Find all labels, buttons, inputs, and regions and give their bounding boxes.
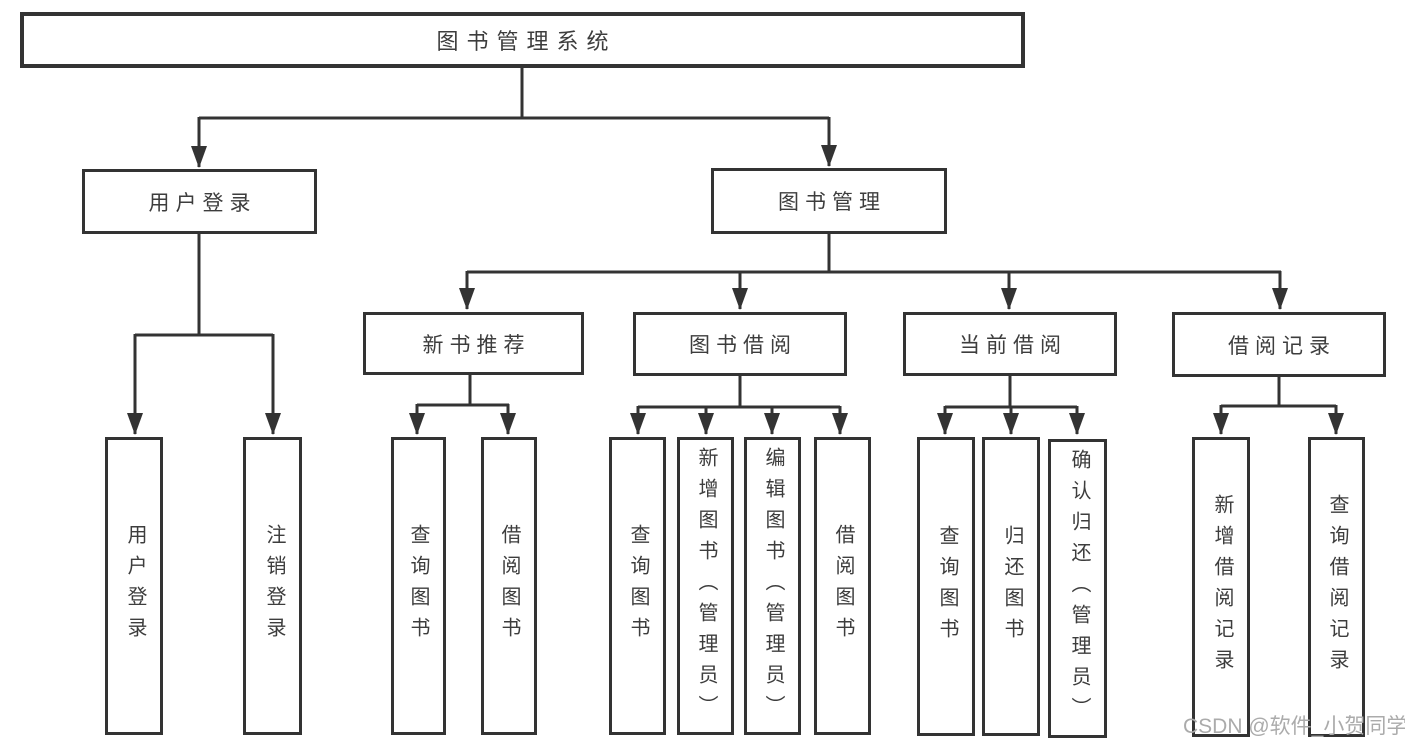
node-root: 图书管理系统	[20, 12, 1025, 68]
node-new-book-recommend: 新书推荐	[363, 312, 584, 375]
edge-borrowrecords-trunk	[1221, 377, 1336, 408]
leaf-confirm-return-admin: 确认归还（管理员）	[1048, 439, 1107, 738]
node-book-management: 图书管理	[711, 168, 947, 234]
edge-bookborrow-trunk	[638, 375, 840, 409]
edge-newbook-trunk	[417, 375, 509, 407]
leaf-query-books-2: 查询图书	[609, 437, 666, 735]
edge-userlogin-trunk	[135, 234, 273, 337]
node-user-login: 用户登录	[82, 169, 317, 234]
leaf-add-borrow-record: 新增借阅记录	[1192, 437, 1250, 737]
leaf-query-books-3: 查询图书	[917, 437, 975, 736]
leaf-logout: 注销登录	[243, 437, 302, 735]
edge-root-trunk	[199, 68, 829, 120]
leaf-borrow-books-1: 借阅图书	[481, 437, 537, 735]
node-book-borrow: 图书借阅	[633, 312, 847, 376]
leaf-user-login: 用户登录	[105, 437, 163, 735]
edge-currentborrow-trunk	[945, 375, 1077, 409]
leaf-return-books: 归还图书	[982, 437, 1040, 736]
csdn-watermark: CSDN @软件_小贺同学	[1183, 715, 1405, 738]
leaf-query-borrow-record: 查询借阅记录	[1308, 437, 1365, 737]
leaf-edit-books-admin: 编辑图书（管理员）	[744, 437, 801, 735]
node-borrow-records: 借阅记录	[1172, 312, 1386, 377]
leaf-add-books-admin: 新增图书（管理员）	[677, 437, 734, 735]
leaf-query-books-1: 查询图书	[391, 437, 446, 735]
edge-bookmgmt-trunk	[467, 234, 1281, 274]
node-current-borrow: 当前借阅	[903, 312, 1117, 376]
leaf-borrow-books-2: 借阅图书	[814, 437, 871, 735]
